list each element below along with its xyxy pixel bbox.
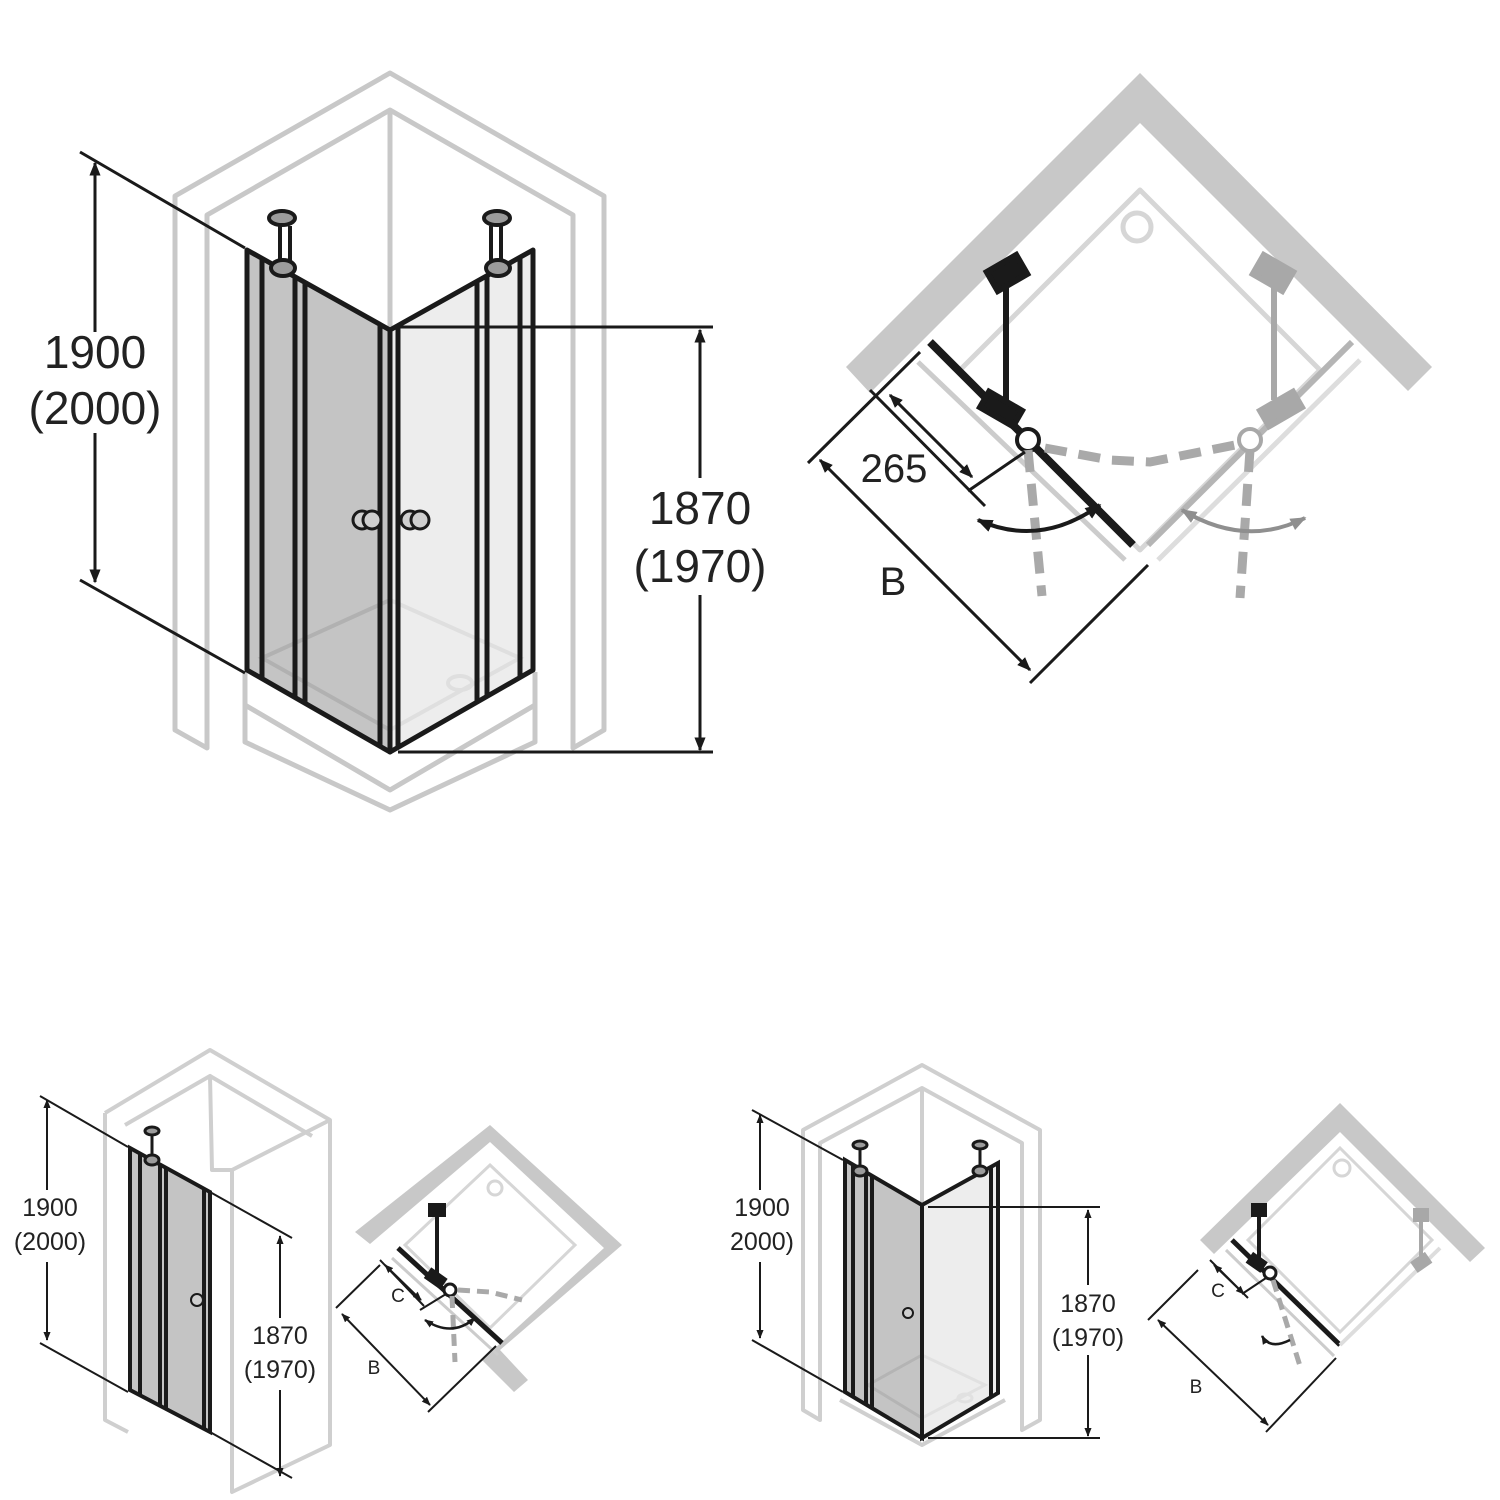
variant-left-height-total-alt-label: (2000): [14, 1228, 86, 1256]
variant-right-plan-swing-arrow: [1260, 1335, 1291, 1346]
plan-dimension-b: [806, 350, 1150, 685]
variant-right-plan-stabilizer-side: [1410, 1208, 1433, 1273]
variant-right-glass-door: [843, 1156, 924, 1442]
main-height-total-alt-label: (2000): [29, 382, 162, 434]
variant-left-plan-tray: [402, 1162, 578, 1331]
variant-right-plan-open-path: [1270, 1279, 1303, 1367]
ceiling-stabilizer-left: [267, 209, 297, 278]
variant-left-plan-panel-frame: [390, 1256, 500, 1357]
ceiling-stabilizer-right: [482, 209, 512, 278]
door-knob-left: [351, 509, 383, 531]
variant-left-plan-hinge: [442, 1282, 458, 1298]
variant-left-plan-c-label: C: [391, 1286, 405, 1307]
variant-right-plan-hinge: [1262, 1265, 1278, 1281]
plan-hinge-left: [1015, 427, 1041, 453]
plan-dim-265-label: 265: [861, 447, 928, 491]
variant-left-plan-walls: [355, 1125, 622, 1392]
glass-door-left: [244, 247, 393, 755]
variant-left-height-total-label: 1900: [22, 1194, 78, 1222]
variant-left-knob: [190, 1293, 204, 1307]
glass-door-right: [387, 247, 536, 755]
plan-dim-b-label: B: [880, 560, 907, 604]
variant-right-plan-tray: [1245, 1145, 1435, 1335]
variant-left-dimensions: [39, 1095, 293, 1479]
height-total-dimension: [79, 150, 246, 675]
variant-left-plan-dims: [335, 1259, 497, 1413]
plan-swing-arrow-right: [1180, 508, 1307, 534]
variant-left-isometric: 1900 (2000) 1870 (1970): [14, 1048, 332, 1494]
main-height-total-label: 1900: [44, 326, 146, 378]
variant-right-dimensions: [751, 1109, 1100, 1439]
main-isometric-view: 1900 (2000) 1870 (1970): [29, 70, 767, 813]
variant-right-plan-walls: [1200, 1103, 1485, 1262]
variant-right-height-door-alt-label: (1970): [1052, 1324, 1124, 1352]
variant-right-plan: C B: [1147, 1103, 1485, 1433]
plan-stabilizer-right: [1248, 250, 1307, 431]
variant-left-walls: [103, 1048, 332, 1494]
variant-left-plan-open-paths: [449, 1287, 523, 1363]
plan-shower-tray: [957, 187, 1323, 553]
door-knob-right: [399, 509, 431, 531]
variant-right-height-total-label: 1900: [734, 1194, 790, 1222]
main-plan-view: 265 B: [806, 73, 1432, 685]
variant-right-side-panel: [920, 1159, 1000, 1442]
variant-left-glass-door: [128, 1144, 212, 1436]
plan-hinge-right: [1237, 427, 1263, 453]
variant-left-height-door-alt-label: (1970): [244, 1356, 316, 1384]
plan-stabilizer-left: [975, 250, 1032, 431]
variant-right-plan-panel: [1230, 1238, 1342, 1347]
variant-left-plan-b-label: B: [368, 1358, 381, 1379]
variant-left-plan-stabilizer: [423, 1203, 448, 1290]
variant-right-plan-dims: [1147, 1259, 1337, 1433]
variant-right-height-total-alt-label: 2000): [730, 1228, 794, 1256]
variant-right-stabilizers: [851, 1139, 989, 1178]
variant-left-height-door-label: 1870: [252, 1322, 308, 1350]
variant-left-plan: C B: [335, 1125, 622, 1413]
variant-left-stabilizer: [143, 1125, 161, 1167]
height-door-dimension: [398, 325, 713, 754]
main-height-door-label: 1870: [649, 482, 751, 534]
variant-right-height-door-label: 1870: [1060, 1290, 1116, 1318]
variant-right-plan-c-label: C: [1211, 1281, 1225, 1302]
variant-right-isometric: 1900 2000) 1870 (1970): [730, 1063, 1124, 1447]
variant-right-plan-stabilizers: [1245, 1203, 1268, 1273]
main-height-door-alt-label: (1970): [634, 540, 767, 592]
variant-right-plan-b-label: B: [1190, 1377, 1203, 1398]
variant-right-knob: [902, 1307, 914, 1319]
